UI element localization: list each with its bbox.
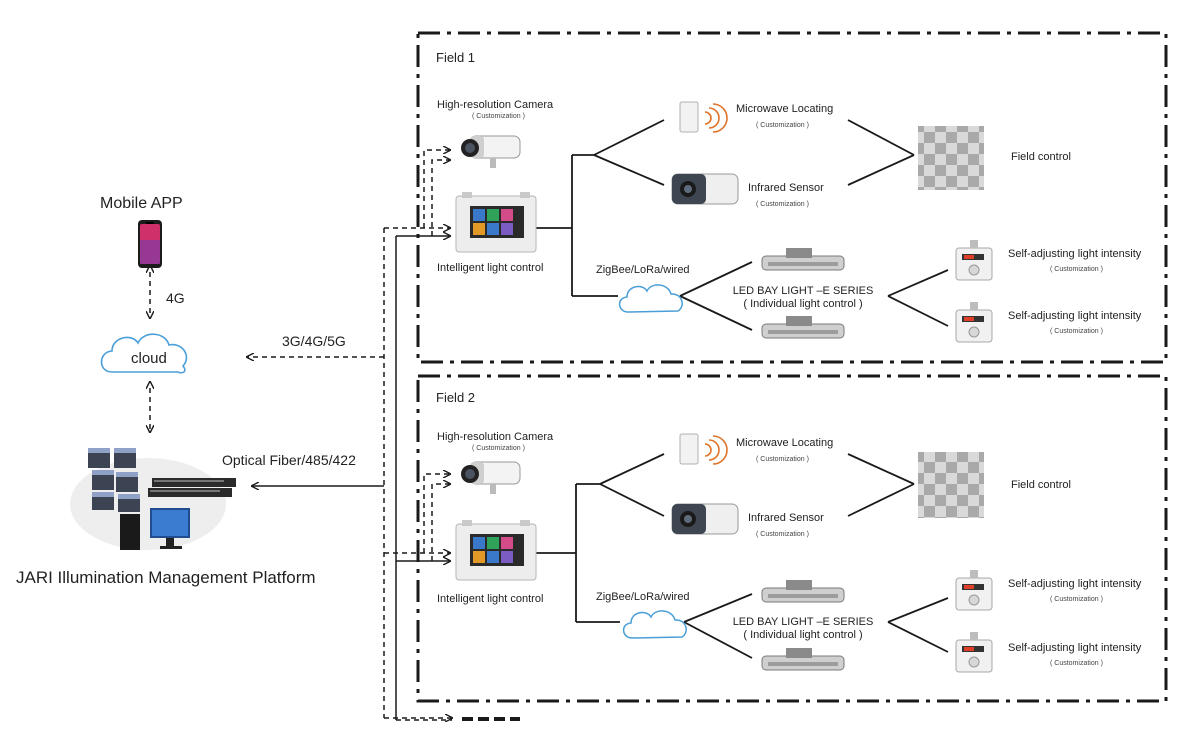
microwave-note: ( Customization ) (756, 456, 809, 463)
light-sensor-box-icon (955, 302, 993, 343)
cloud-icon (622, 610, 687, 639)
server-rack-icon (70, 448, 236, 550)
controller-label: Intelligent light control (437, 593, 544, 605)
infrared-label: Infrared Sensor (748, 182, 824, 194)
checkerboard-grid-icon (918, 126, 984, 190)
microwave-label: Microwave Locating (736, 437, 834, 449)
field-control-label: Field control (1011, 151, 1071, 163)
infrared-camera-icon (671, 503, 739, 535)
sensor-b-label: Self-adjusting light intensity (1008, 310, 1142, 322)
light-sensor-box-icon (955, 632, 993, 673)
field-1-frame (416, 31, 1168, 364)
bullet-camera-icon (461, 135, 521, 168)
sensor-b-note: ( Customization ) (1050, 328, 1103, 335)
field-control-label: Field control (1011, 479, 1071, 491)
camera-label: High-resolution Camera (437, 99, 554, 111)
sensor-a-note: ( Customization ) (1050, 266, 1103, 273)
link-fiber-label: Optical Fiber/485/422 (222, 452, 356, 468)
cloud-icon (100, 333, 188, 374)
touch-panel-controller-icon (455, 520, 537, 581)
infrared-note: ( Customization ) (756, 201, 809, 208)
led-bay-light-icon (761, 248, 845, 271)
sensor-a-label: Self-adjusting light intensity (1008, 248, 1142, 260)
light-sensor-box-icon (955, 570, 993, 611)
led-series-label: LED BAY LIGHT –E SERIES (732, 285, 874, 297)
field-title: Field 1 (436, 50, 476, 65)
light-sensor-box-icon (955, 240, 993, 281)
sensor-a-note: ( Customization ) (1050, 596, 1103, 603)
led-control-label: ( Individual light control ) (743, 629, 863, 641)
field-title: Field 2 (436, 390, 476, 405)
microwave-note: ( Customization ) (756, 122, 809, 129)
led-bay-light-icon (761, 316, 845, 339)
smartphone-icon (138, 220, 162, 268)
camera-note: ( Customization ) (472, 445, 525, 452)
cloud-icon (618, 284, 683, 313)
camera-label: High-resolution Camera (437, 431, 554, 443)
network-label: ZigBee/LoRa/wired (596, 591, 690, 603)
led-control-label: ( Individual light control ) (743, 298, 863, 310)
network-label: ZigBee/LoRa/wired (596, 264, 690, 276)
camera-note: ( Customization ) (472, 113, 525, 120)
led-bay-light-icon (761, 580, 845, 603)
led-series-label: LED BAY LIGHT –E SERIES (732, 616, 874, 628)
controller-label: Intelligent light control (437, 262, 544, 274)
field-2-devices (455, 433, 993, 673)
microwave-sensor-icon (679, 101, 728, 133)
infrared-camera-icon (671, 173, 739, 205)
infrared-note: ( Customization ) (756, 531, 809, 538)
sensor-b-note: ( Customization ) (1050, 660, 1103, 667)
checkerboard-grid-icon (918, 452, 984, 518)
cloud-label: cloud (131, 350, 167, 367)
bullet-camera-icon (461, 461, 521, 494)
sensor-a-label: Self-adjusting light intensity (1008, 578, 1142, 590)
touch-panel-controller-icon (455, 192, 537, 253)
field-1-devices (455, 101, 993, 343)
link-3g4g5g-label: 3G/4G/5G (282, 333, 346, 349)
microwave-sensor-icon (679, 433, 728, 465)
mobile-app-label: Mobile APP (100, 195, 183, 212)
link-4g-label: 4G (166, 290, 185, 306)
sensor-b-label: Self-adjusting light intensity (1008, 642, 1142, 654)
platform-label: JARI Illumination Management Platform (16, 568, 316, 587)
field-2-frame (416, 374, 1168, 703)
led-bay-light-icon (761, 648, 845, 671)
microwave-label: Microwave Locating (736, 103, 834, 115)
infrared-label: Infrared Sensor (748, 512, 824, 524)
